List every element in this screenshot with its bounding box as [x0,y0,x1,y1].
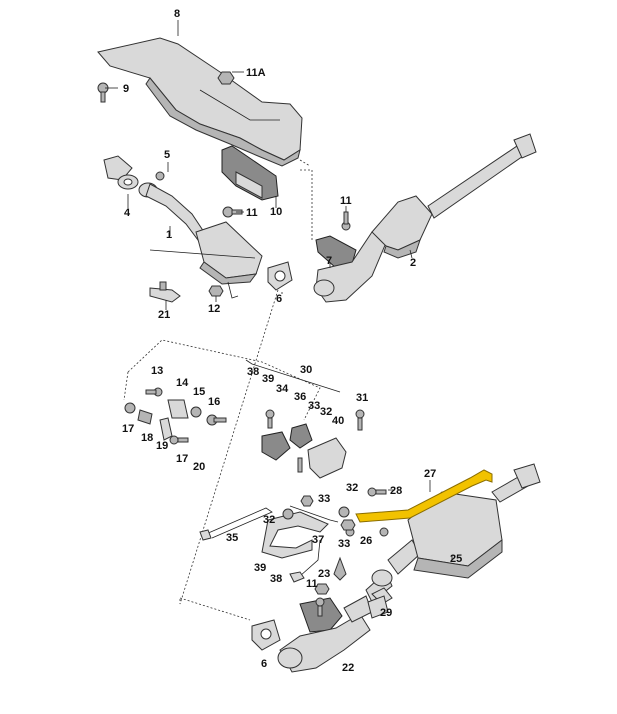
label-25: 25 [450,553,462,565]
part-labels: 8 9 11A 5 4 1 11 10 11 7 2 6 12 21 13 14… [122,8,462,674]
label-11-a: 11 [246,207,258,219]
label-27: 27 [424,468,436,480]
label-1: 1 [166,229,172,241]
gasket-6-upper [267,261,293,291]
heat-shield [97,37,303,167]
label-36: 36 [294,391,306,403]
clamp-group [124,387,227,445]
label-9: 9 [123,83,129,95]
label-21: 21 [158,309,170,321]
label-40: 40 [332,415,344,427]
label-14: 14 [176,377,189,389]
rear-exhaust [251,463,541,673]
label-33-a: 33 [308,400,320,412]
label-30: 30 [300,364,312,376]
label-22: 22 [342,662,354,674]
label-35: 35 [226,532,238,544]
pipe-27-highlighted [355,469,493,523]
label-32-a: 32 [320,406,332,418]
label-34: 34 [276,383,289,395]
sensor-bracket [261,409,365,507]
label-2: 2 [410,257,416,269]
label-38-a: 38 [247,366,259,378]
label-20: 20 [193,461,205,473]
pipe-2-converter [313,133,537,303]
sensor-wires [199,505,350,583]
label-39-a: 39 [262,373,274,385]
label-6-upper: 6 [276,293,282,305]
label-39-b: 39 [254,562,266,574]
label-18: 18 [141,432,153,444]
connector-lines [123,159,341,621]
leader-lines [105,20,453,560]
label-23: 23 [318,568,330,580]
label-19: 19 [156,440,168,452]
label-32-b: 32 [346,482,358,494]
label-6-lower: 6 [261,658,267,670]
label-11A: 11A [246,67,266,79]
label-13: 13 [151,365,163,377]
label-11-c: 11 [306,578,318,590]
label-31: 31 [356,392,368,404]
label-5: 5 [164,149,170,161]
label-10: 10 [270,206,282,218]
label-17-b: 17 [176,453,188,465]
label-11-b: 11 [340,195,352,207]
label-26: 26 [360,535,372,547]
label-15: 15 [193,386,205,398]
label-33-c: 33 [338,538,350,550]
label-32-c: 32 [263,514,275,526]
label-4: 4 [124,207,131,219]
label-7: 7 [326,255,332,267]
label-37: 37 [312,534,324,546]
label-16: 16 [208,396,220,408]
front-pipe-1 [103,155,263,299]
label-33-b: 33 [318,493,330,505]
label-17-a: 17 [122,423,134,435]
label-38-b: 38 [270,573,282,585]
bracket-10 [221,145,279,201]
label-8: 8 [174,8,180,20]
label-29: 29 [380,607,392,619]
label-12: 12 [208,303,220,315]
label-28: 28 [390,485,402,497]
